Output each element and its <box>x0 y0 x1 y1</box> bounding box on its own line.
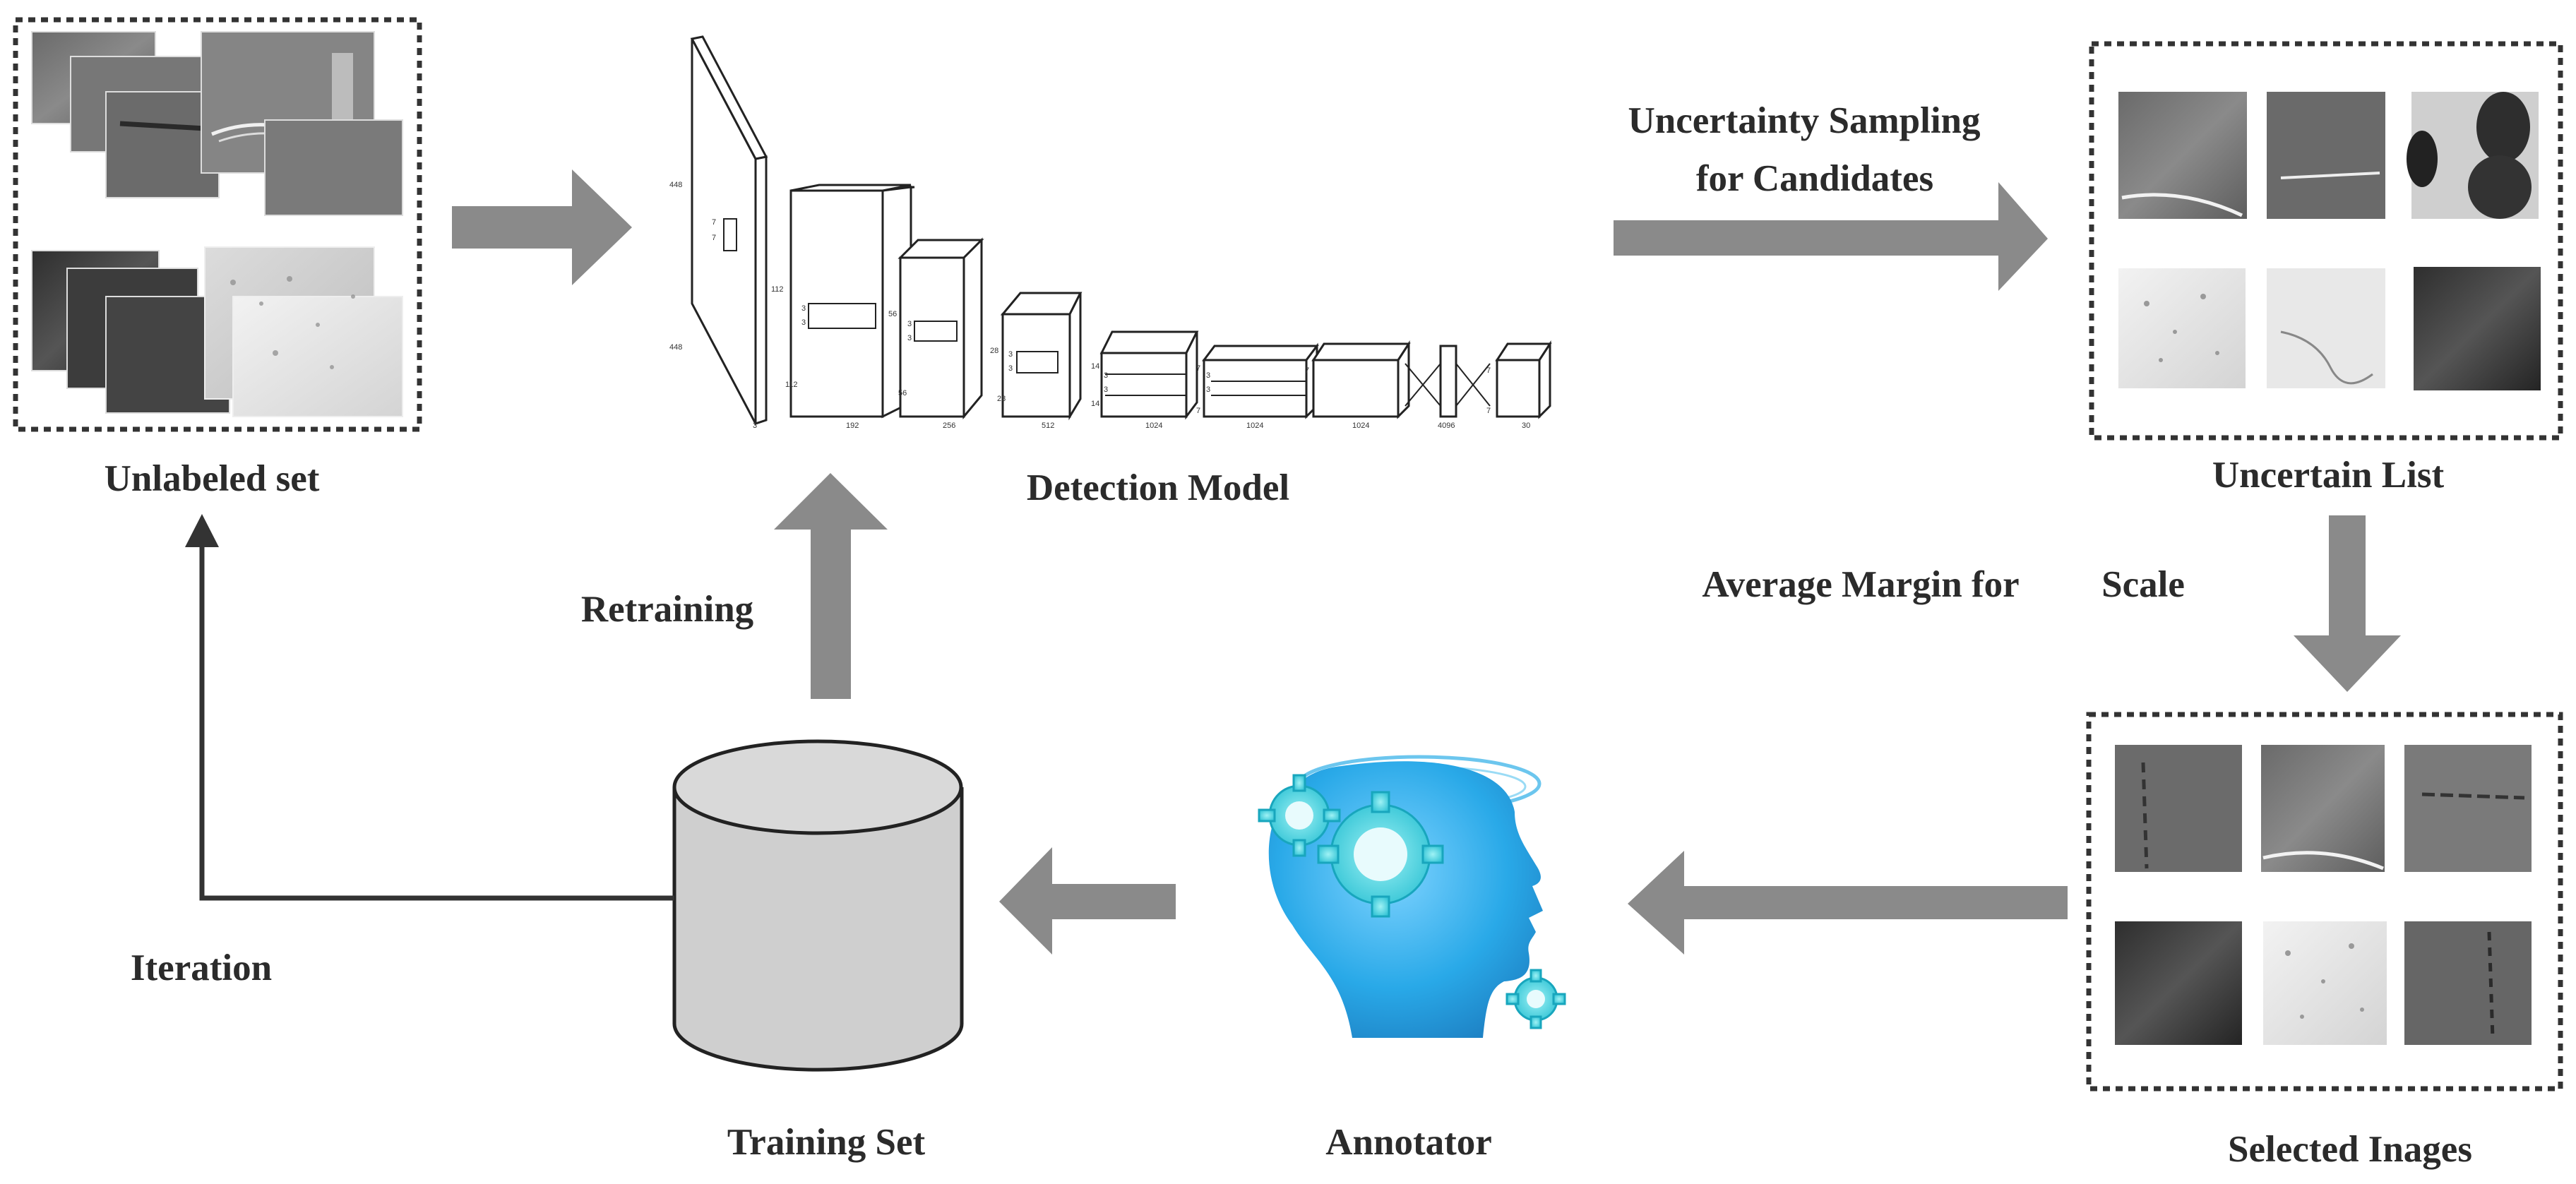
svg-text:3: 3 <box>1008 364 1013 373</box>
svg-text:7: 7 <box>1486 407 1491 415</box>
uncertain-list-label: Uncertain List <box>2212 455 2445 496</box>
svg-text:30: 30 <box>1522 421 1530 430</box>
svg-text:7: 7 <box>1305 366 1309 375</box>
svg-text:7: 7 <box>712 218 716 227</box>
svg-text:3: 3 <box>801 318 806 327</box>
training-set-database-icon <box>672 739 964 1072</box>
svg-text:7: 7 <box>1196 407 1200 415</box>
svg-text:7: 7 <box>1196 364 1200 373</box>
svg-text:4096: 4096 <box>1438 421 1455 430</box>
svg-text:3: 3 <box>753 421 757 430</box>
svg-text:7: 7 <box>712 234 716 242</box>
svg-text:7: 7 <box>1486 366 1491 375</box>
svg-text:3: 3 <box>907 320 912 328</box>
network-dimension-labels: 448 448 7 7 3 112 112 3 3 192 56 56 3 3 … <box>669 181 1530 430</box>
svg-text:3: 3 <box>1008 350 1013 359</box>
svg-text:448: 448 <box>669 181 682 189</box>
svg-text:1024: 1024 <box>1145 421 1162 430</box>
selected-images-frame <box>2086 712 2563 1092</box>
arrow-to-selected-images <box>2294 515 2401 692</box>
svg-text:192: 192 <box>846 421 859 430</box>
arrow-retraining <box>774 473 888 699</box>
uncertainty-sampling-line2: for Candidates <box>1696 158 1933 199</box>
iteration-label: Iteration <box>131 947 272 988</box>
svg-text:28: 28 <box>990 347 998 355</box>
detection-model-network <box>690 35 1552 426</box>
average-margin-label: Average Margin for <box>1702 564 2019 605</box>
svg-text:512: 512 <box>1042 421 1054 430</box>
svg-text:3: 3 <box>1206 385 1210 394</box>
svg-text:1024: 1024 <box>1246 421 1263 430</box>
svg-text:1024: 1024 <box>1352 421 1369 430</box>
annotator-head-icon <box>1229 720 1603 1066</box>
svg-text:448: 448 <box>669 343 682 352</box>
svg-text:28: 28 <box>997 395 1006 403</box>
iteration-loop-arrow <box>185 514 674 901</box>
svg-text:3: 3 <box>1104 385 1108 394</box>
detection-model-label: Detection Model <box>1027 467 1289 508</box>
svg-text:3: 3 <box>1104 371 1108 380</box>
uncertain-list-group <box>2089 41 2563 441</box>
svg-text:3: 3 <box>801 304 806 313</box>
svg-text:3: 3 <box>1206 371 1210 380</box>
svg-text:14: 14 <box>1091 362 1099 371</box>
retraining-label: Retraining <box>581 589 753 630</box>
svg-text:56: 56 <box>888 310 897 318</box>
uncertain-list-frame <box>2089 41 2563 441</box>
unlabeled-set-label: Unlabeled set <box>105 458 320 499</box>
svg-text:112: 112 <box>785 381 798 389</box>
svg-text:256: 256 <box>943 421 955 430</box>
arrow-to-training-set <box>999 847 1176 955</box>
selected-images-label: Selected Inages <box>2228 1129 2472 1170</box>
unlabeled-set-group <box>13 17 422 432</box>
annotator-label: Annotator <box>1325 1122 1492 1163</box>
arrow-to-annotator <box>1628 851 2068 955</box>
uncertainty-sampling-line1: Uncertainty Sampling <box>1628 100 1980 141</box>
svg-text:112: 112 <box>771 285 784 294</box>
training-set-label: Training Set <box>727 1122 926 1163</box>
scale-label: Scale <box>2101 564 2185 605</box>
selected-images-group <box>2086 712 2563 1092</box>
arrow-to-uncertain-list <box>1614 182 2048 291</box>
svg-text:14: 14 <box>1091 400 1099 408</box>
svg-text:56: 56 <box>898 389 907 397</box>
svg-text:3: 3 <box>907 334 912 342</box>
arrow-to-model <box>452 169 632 285</box>
